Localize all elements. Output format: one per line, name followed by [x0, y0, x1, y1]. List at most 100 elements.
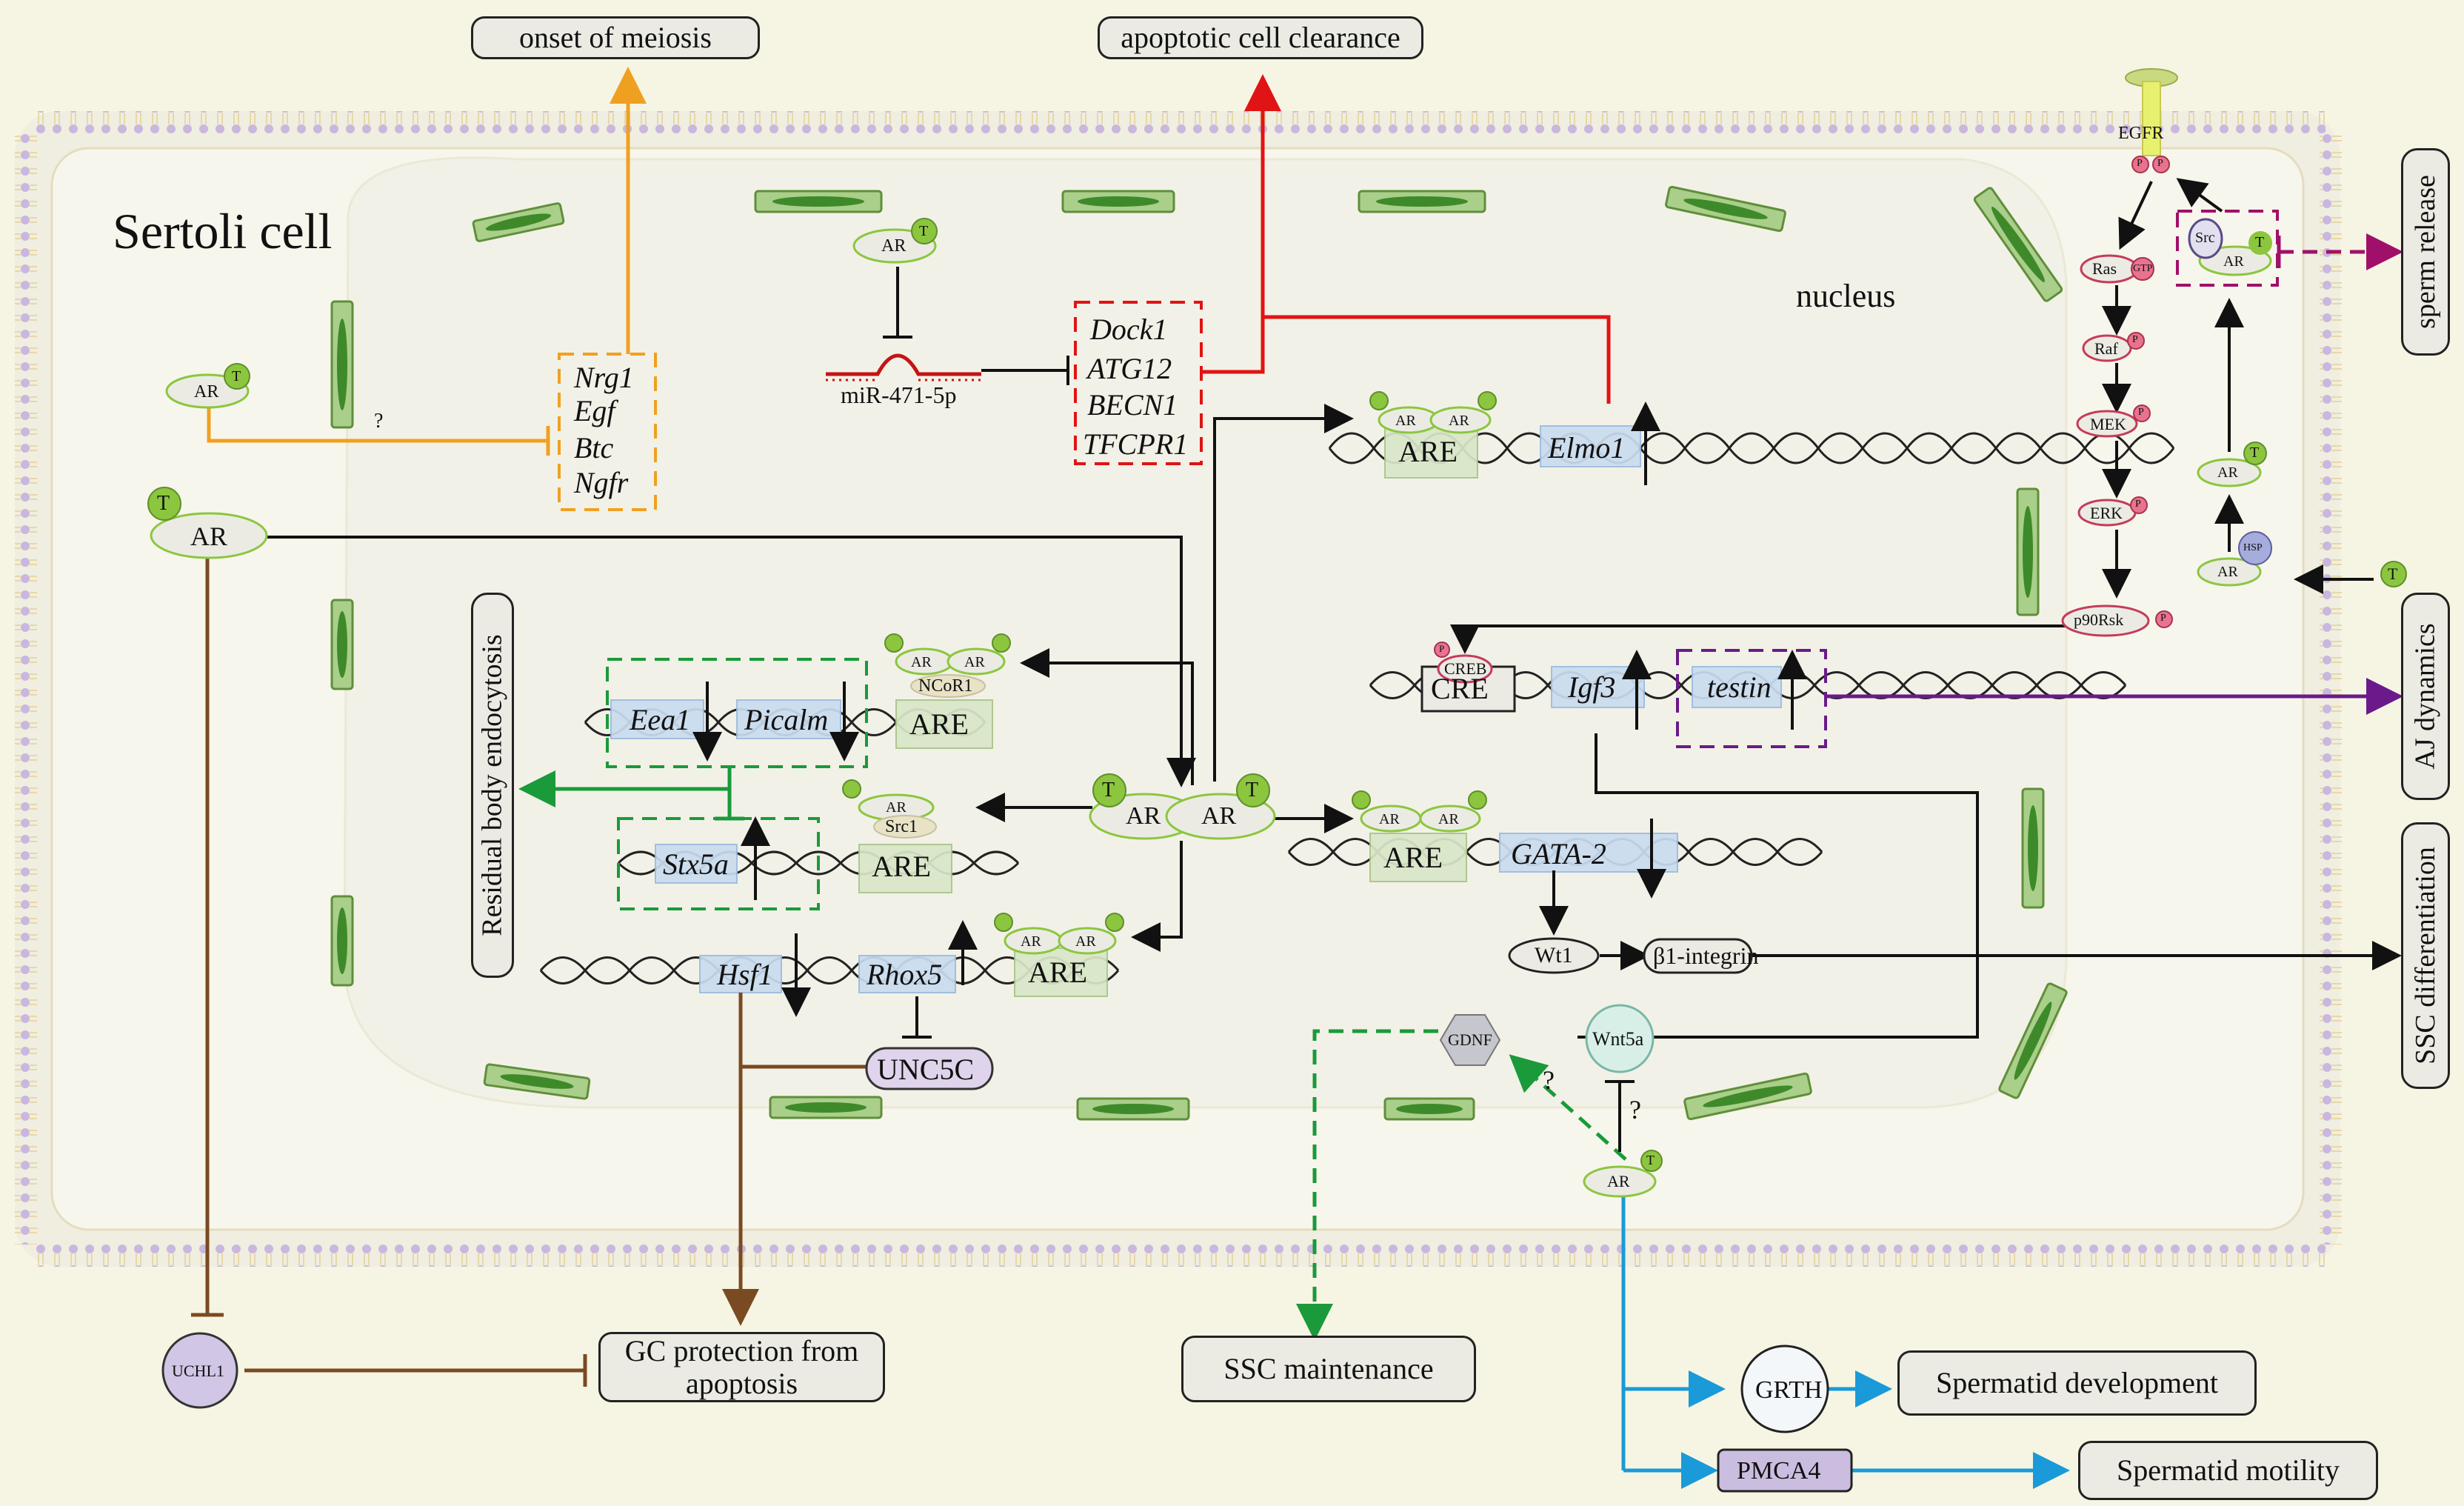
gene-ngfr: Ngfr: [574, 466, 629, 499]
gene-dock1: Dock1: [1090, 313, 1168, 346]
mirna-pathway: [826, 267, 1069, 385]
mirna-label: miR-471-5p: [841, 382, 957, 408]
ar-src-complex: AR: [2223, 253, 2244, 270]
p-raf: P: [2132, 334, 2138, 345]
gene-igf3: Igf3: [1568, 670, 1616, 704]
t-free: T: [2388, 564, 2398, 583]
gene-rhox5: Rhox5: [867, 958, 943, 991]
phospho-groups: [1434, 156, 2173, 658]
t-dimer-left: T: [1102, 779, 1115, 802]
protein-nodes: [161, 937, 1853, 1493]
question-mark-meiosis: ?: [374, 410, 384, 433]
coregulators: [873, 674, 986, 839]
ssc-maintenance-label: SSC maintenance: [1223, 1352, 1434, 1385]
spermatid-development-box: Spermatid development: [1897, 1350, 2257, 1416]
t-src-complex: T: [2255, 234, 2265, 250]
ar-wnt5a: AR: [1607, 1172, 1630, 1190]
ar-rhox5-a: AR: [1021, 933, 1041, 950]
apoptotic-clearance-label: apoptotic cell clearance: [1121, 21, 1400, 54]
t-main: T: [157, 492, 170, 515]
t-mirna: T: [919, 223, 929, 239]
p-mek: P: [2138, 407, 2144, 418]
src1-label: Src1: [885, 817, 918, 836]
src-label: Src: [2195, 230, 2215, 246]
blue-pathway: [1621, 1194, 2070, 1489]
p-creb: P: [1439, 643, 1445, 654]
mapk-nodes: [1437, 254, 2150, 684]
gene-eea1: Eea1: [630, 703, 691, 736]
unc5c-label: UNC5C: [877, 1053, 975, 1086]
ar-ncor1-b: AR: [964, 654, 985, 670]
ar-ncor1-a: AR: [911, 654, 932, 670]
are-ncor1: ARE: [909, 707, 969, 741]
ssc-maintenance-box: SSC maintenance: [1181, 1336, 1476, 1402]
gene-becn1: BECN1: [1087, 388, 1178, 422]
ssc-differentiation-box: SSC differentiation: [2401, 822, 2450, 1089]
ar-gata2-a: AR: [1379, 811, 1400, 827]
pmca4-label: PMCA4: [1737, 1457, 1821, 1485]
aj-dynamics-label: AJ dynamics: [2410, 623, 2441, 770]
spermatid-motility-label: Spermatid motility: [2116, 1453, 2340, 1487]
gc-protection-box: GC protection from apoptosis: [598, 1332, 885, 1402]
gtp-label: GTP: [2133, 263, 2153, 274]
cell-title: Sertoli cell: [113, 203, 333, 259]
gene-hsf1: Hsf1: [717, 958, 773, 991]
endoplasmic-reticulum: [330, 185, 2068, 1121]
gc-protection-line2: apoptosis: [685, 1366, 798, 1400]
ar-mirna: AR: [881, 236, 907, 256]
t-wnt5a: T: [1646, 1153, 1655, 1167]
t-dimer-right: T: [1246, 779, 1259, 802]
p-egfr-1: P: [2137, 158, 2143, 169]
wnt5a-label: Wnt5a: [1592, 1028, 1644, 1050]
gc-protection-line1: GC protection from: [624, 1333, 859, 1367]
gene-tfcpr1: TFCPR1: [1083, 427, 1189, 461]
gene-stx5a: Stx5a: [663, 847, 729, 881]
ar-main: AR: [190, 522, 228, 551]
t-meiosis: T: [232, 368, 241, 384]
ar-elmo1-b: AR: [1449, 413, 1469, 429]
are-rhox5: ARE: [1028, 956, 1087, 989]
ar-dimer-right: AR: [1201, 802, 1237, 830]
cre-label: CRE: [1431, 672, 1489, 705]
are-src1: ARE: [872, 850, 931, 883]
residual-body-label: Residual body endocytosis: [477, 634, 508, 936]
onset-meiosis-label: onset of meiosis: [519, 21, 712, 54]
sperm-release-box: sperm release: [2401, 148, 2450, 356]
nucleus-label: nucleus: [1796, 278, 1896, 314]
gene-egf: Egf: [574, 394, 615, 427]
gene-testin: testin: [1707, 670, 1772, 704]
ar-dimer-left: AR: [1126, 802, 1161, 830]
src-ar-complex: [2188, 218, 2272, 276]
spermatid-motility-box: Spermatid motility: [2078, 1441, 2378, 1500]
question-mark-gdnf: ?: [1543, 1065, 1555, 1095]
ncor1-label: NCoR1: [918, 676, 973, 696]
p-rsk: P: [2160, 613, 2166, 624]
gene-atg12: ATG12: [1087, 352, 1172, 385]
regulation-arrows: [692, 402, 1807, 1017]
wt1-label: Wt1: [1535, 943, 1573, 967]
onset-meiosis-box: onset of meiosis: [471, 16, 760, 59]
ras-label: Ras: [2092, 259, 2117, 278]
sperm-release-label: sperm release: [2410, 175, 2441, 329]
hsp-label: HSP: [2243, 542, 2263, 553]
ssc-differentiation-label: SSC differentiation: [2410, 847, 2441, 1064]
aj-dynamics-box: AJ dynamics: [2401, 593, 2450, 800]
egfr-label: EGFR: [2118, 124, 2164, 143]
gdnf-label: GDNF: [1448, 1030, 1492, 1049]
apoptotic-clearance-box: apoptotic cell clearance: [1098, 16, 1423, 59]
ar-elmo1-a: AR: [1395, 413, 1416, 429]
are-elmo1: ARE: [1398, 435, 1458, 468]
b1integrin-label: β1-integrin: [1653, 942, 1759, 969]
p90rsk-suffix: Rsk: [2098, 610, 2124, 629]
spermatid-development-label: Spermatid development: [1935, 1366, 2218, 1399]
gene-gata2: GATA-2: [1511, 837, 1606, 870]
p-egfr-2: P: [2157, 158, 2163, 169]
gene-picalm: Picalm: [744, 703, 829, 736]
t-cyto: T: [2250, 444, 2260, 461]
gene-nrg1: Nrg1: [574, 361, 634, 394]
brown-pathway: [191, 552, 867, 1387]
ar-gata2-b: AR: [1438, 811, 1459, 827]
p90rsk-prefix: p90: [2074, 610, 2098, 629]
